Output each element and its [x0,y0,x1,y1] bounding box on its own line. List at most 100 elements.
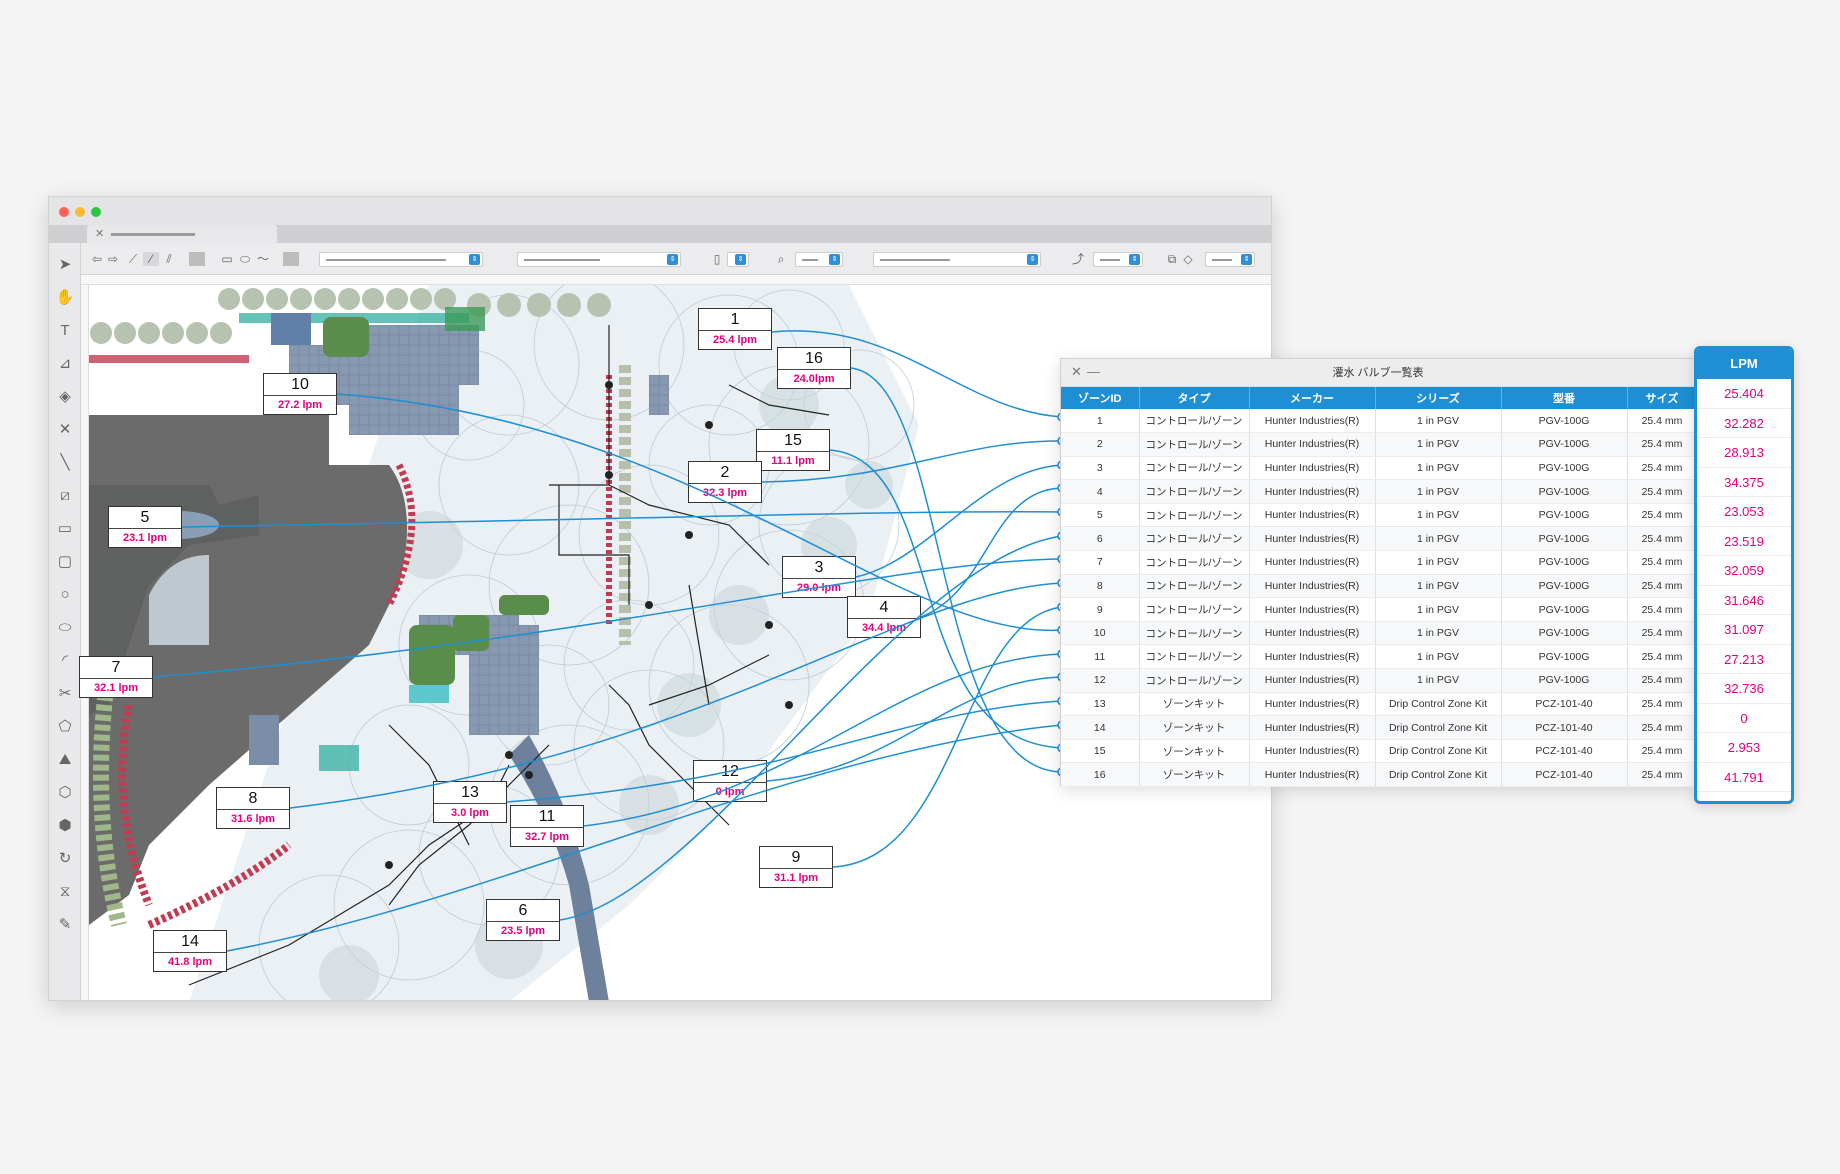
scissors-icon[interactable]: ✂ [58,685,72,702]
ellipse-icon[interactable]: ⬭ [239,252,251,266]
arc-icon[interactable]: ◜ [62,652,68,669]
tab-close-icon[interactable]: ✕ [95,228,105,240]
pencil-icon[interactable]: ✎ [58,916,72,933]
table-cell: 25.4 mm [1627,456,1698,481]
document-tab[interactable]: ✕ [87,225,277,243]
mountain-icon[interactable]: ⛰ [58,751,72,768]
line-weight-dropdown[interactable]: ⇕ [517,252,681,267]
column-header[interactable]: メーカー [1249,387,1376,409]
layer-dropdown[interactable]: ⇕ [873,252,1041,267]
zone-number: 5 [109,507,181,529]
column-header[interactable]: タイプ [1139,387,1250,409]
column-header[interactable]: サイズ [1627,387,1698,409]
select-arrow-icon[interactable]: ➤ [58,256,72,273]
ellipse-icon[interactable]: ⬭ [58,619,72,636]
route-icon[interactable]: ⤴ [1071,252,1084,266]
page-dropdown[interactable]: ⇕ [727,252,749,267]
tool-sidebar: ➤ ✋ T ⊿ ◈ ✕ ╲ ⧄ ▭ ▢ ○ ⬭ ◜ ✂ ⬠ ⛰ ⬡ ⬢ ↻ ⧖ ✎ [49,243,81,1000]
table-cell: 6 [1061,526,1140,552]
page-icon[interactable]: ▯ [713,252,721,266]
zoom-icon[interactable]: ⌕ [777,252,785,266]
hand-pan-icon[interactable]: ✋ [55,289,75,306]
table-cell: 14 [1061,715,1140,740]
layers-icon[interactable]: ◈ [59,388,71,405]
minimize-window-button[interactable] [75,207,85,217]
view-icon[interactable]: ◇ [1183,252,1193,266]
column-header[interactable]: 型番 [1501,387,1628,409]
dimension-icon[interactable]: ⧄ [60,487,70,504]
text-tool-icon[interactable]: T [60,322,70,339]
table-cell: 12 [1061,668,1140,693]
panel-close-icon[interactable]: ✕ [1071,364,1082,379]
close-window-button[interactable] [59,207,69,217]
table-cell: Hunter Industries(R) [1249,762,1376,787]
fill-swatch-icon[interactable] [189,252,205,266]
table-cell: PCZ-101-40 [1501,715,1628,740]
zoom-window-button[interactable] [91,207,101,217]
table-cell: 1 in PGV [1375,621,1502,646]
zone-flow: 29.0 lpm [796,582,842,594]
panel-minimize-icon[interactable]: — [1087,364,1100,379]
double-line-icon[interactable]: ⫽ [166,252,172,266]
snap-icon[interactable]: ⧉ [1167,252,1177,266]
column-header[interactable]: シリーズ [1375,387,1502,409]
line-style-dropdown[interactable]: ⇕ [319,252,483,267]
rounded-rect-icon[interactable]: ▢ [57,553,73,570]
zone-flow: 32.1 lpm [93,682,139,694]
rectangle-icon[interactable]: ▭ [57,520,73,537]
zone-number: 15 [757,430,829,452]
line-tool-icon[interactable]: ⁄ [143,252,159,266]
ruler-icon[interactable]: ⊿ [58,355,72,372]
arrow-right-icon[interactable]: ⇨ [107,252,119,266]
freehand-icon[interactable]: 〜 [256,252,269,266]
line-icon[interactable]: ╲ [60,454,70,471]
pen-tool-icon[interactable]: ⟋ [128,252,138,266]
rotate-icon[interactable]: ↻ [58,850,72,867]
column-header[interactable]: ゾーンID [1061,387,1140,409]
delete-x-icon[interactable]: ✕ [58,421,72,438]
irregular-icon[interactable]: ⬡ [58,784,72,801]
mirror-icon[interactable]: ⧖ [59,883,71,900]
rectangle-icon[interactable]: ▭ [221,252,233,266]
route-dropdown[interactable]: ⇕ [1093,252,1143,267]
circle-icon[interactable]: ○ [60,586,70,603]
hexagon-icon[interactable]: ⬢ [58,817,72,834]
layers-icon[interactable] [283,252,299,266]
arrow-left-icon[interactable]: ⇦ [91,252,103,266]
zoom-level-dropdown[interactable]: ⇕ [795,252,843,267]
polygon-icon[interactable]: ⬠ [58,718,72,735]
view-dropdown[interactable]: ⇕ [1205,252,1255,267]
